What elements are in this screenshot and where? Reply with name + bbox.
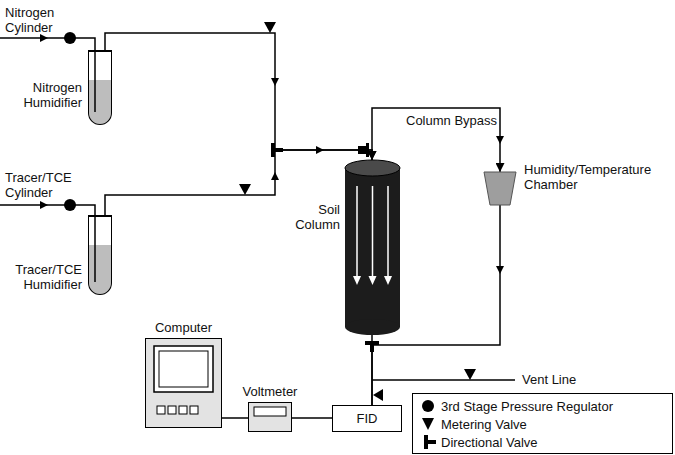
legend-sample [419, 398, 441, 414]
voltmeter-display [254, 407, 286, 416]
pipe-label: Column Bypass [406, 113, 498, 128]
pipe-connector [222, 417, 248, 419]
legend-entry: 3rd Stage Pressure Regulator [419, 397, 666, 415]
column-body [345, 168, 400, 327]
humidifier-liquid [89, 245, 111, 294]
computer-button [179, 406, 187, 414]
computer: Computer [145, 338, 222, 428]
node-shape [345, 160, 400, 335]
flow-arrow [387, 186, 389, 278]
legend-label: Metering Valve [441, 417, 527, 432]
flow-arrow [384, 276, 392, 285]
legend-box: 3rd Stage Pressure RegulatorMetering Val… [412, 393, 673, 454]
humidifier: Tracer/TCE Humidifier [88, 215, 112, 295]
pipe-label: Vent Line [522, 372, 602, 387]
humidifier-liquid [89, 80, 111, 124]
directional-valve [424, 435, 436, 449]
node-label: Computer [155, 320, 212, 335]
metering-valve [422, 418, 434, 430]
flow-arrow [353, 276, 361, 285]
legend-sample [419, 416, 441, 432]
flow-arrow [369, 276, 377, 285]
pressure-regulator [422, 400, 434, 412]
computer-button [168, 406, 176, 414]
metering-valve [373, 389, 383, 401]
pipe-connector [292, 417, 332, 419]
node-label: Voltmeter [243, 384, 298, 399]
flow-arrow [356, 186, 358, 278]
pipe-connector [105, 33, 372, 160]
node-label: Soil Column [280, 202, 340, 232]
node-label: Nitrogen Humidifier [0, 80, 82, 110]
flow-arrow [40, 201, 48, 209]
soil-column: Soil Column [345, 160, 400, 335]
legend-entry: Metering Valve [419, 415, 666, 433]
pressure-regulator [64, 32, 76, 44]
humidifier: Nitrogen Humidifier [88, 50, 112, 125]
voltmeter-case [249, 403, 292, 432]
metering-valve [239, 184, 251, 195]
node-shape [248, 402, 292, 432]
metering-valve [264, 22, 276, 33]
fid-detector: FID [332, 405, 402, 432]
legend-entry: Directional Valve [419, 433, 666, 451]
node-label: Humidity/Temperature Chamber [524, 162, 669, 192]
vent-pipe [372, 379, 515, 381]
computer-button [190, 406, 198, 414]
node-shape [145, 338, 222, 428]
node-label: FID [333, 406, 401, 431]
node-label: Tracer/TCE Humidifier [0, 262, 82, 292]
pipe-label: Nitrogen Cylinder [5, 5, 75, 35]
voltmeter: Voltmeter [248, 402, 292, 432]
node-shape [484, 172, 516, 205]
chamber-shape [484, 172, 516, 205]
flow-arrow [40, 34, 48, 42]
column-base [345, 319, 400, 335]
column-top [345, 160, 400, 176]
legend-label: 3rd Stage Pressure Regulator [441, 399, 613, 414]
inlet-pipe [0, 38, 95, 112]
flow-arrow [372, 186, 374, 278]
legend-sample [419, 434, 441, 450]
legend-label: Directional Valve [441, 435, 538, 450]
computer-screen [154, 346, 213, 392]
humidity-chamber: Humidity/Temperature Chamber [484, 172, 516, 205]
pressure-regulator [64, 199, 76, 211]
computer-screen [159, 351, 208, 387]
computer-button [157, 406, 165, 414]
metering-valve [464, 369, 476, 380]
pipe-label: Tracer/TCE Cylinder [5, 170, 75, 200]
computer-case [146, 339, 222, 428]
